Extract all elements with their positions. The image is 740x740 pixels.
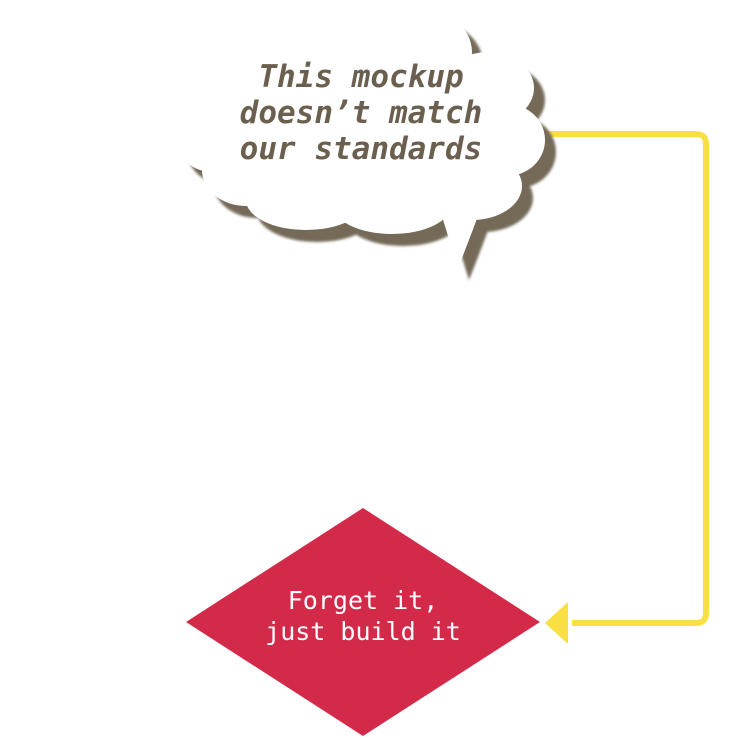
cloud-text-line-1: This mockup <box>258 59 463 95</box>
speech-cloud: This mockup doesn’t match our standards <box>176 6 556 280</box>
cloud-body <box>176 6 545 268</box>
decision-text-line-2: just build it <box>265 617 461 646</box>
arrow-head-icon <box>545 602 568 644</box>
diamond-shape <box>186 508 540 736</box>
decision-diamond: Forget it, just build it <box>186 508 540 736</box>
decision-text-line-1: Forget it, <box>288 586 439 615</box>
cloud-text-line-2: doesn’t match <box>240 95 483 131</box>
connector-arrow <box>538 131 709 644</box>
connector-line <box>538 131 709 626</box>
cloud-text-line-3: our standards <box>240 131 483 167</box>
